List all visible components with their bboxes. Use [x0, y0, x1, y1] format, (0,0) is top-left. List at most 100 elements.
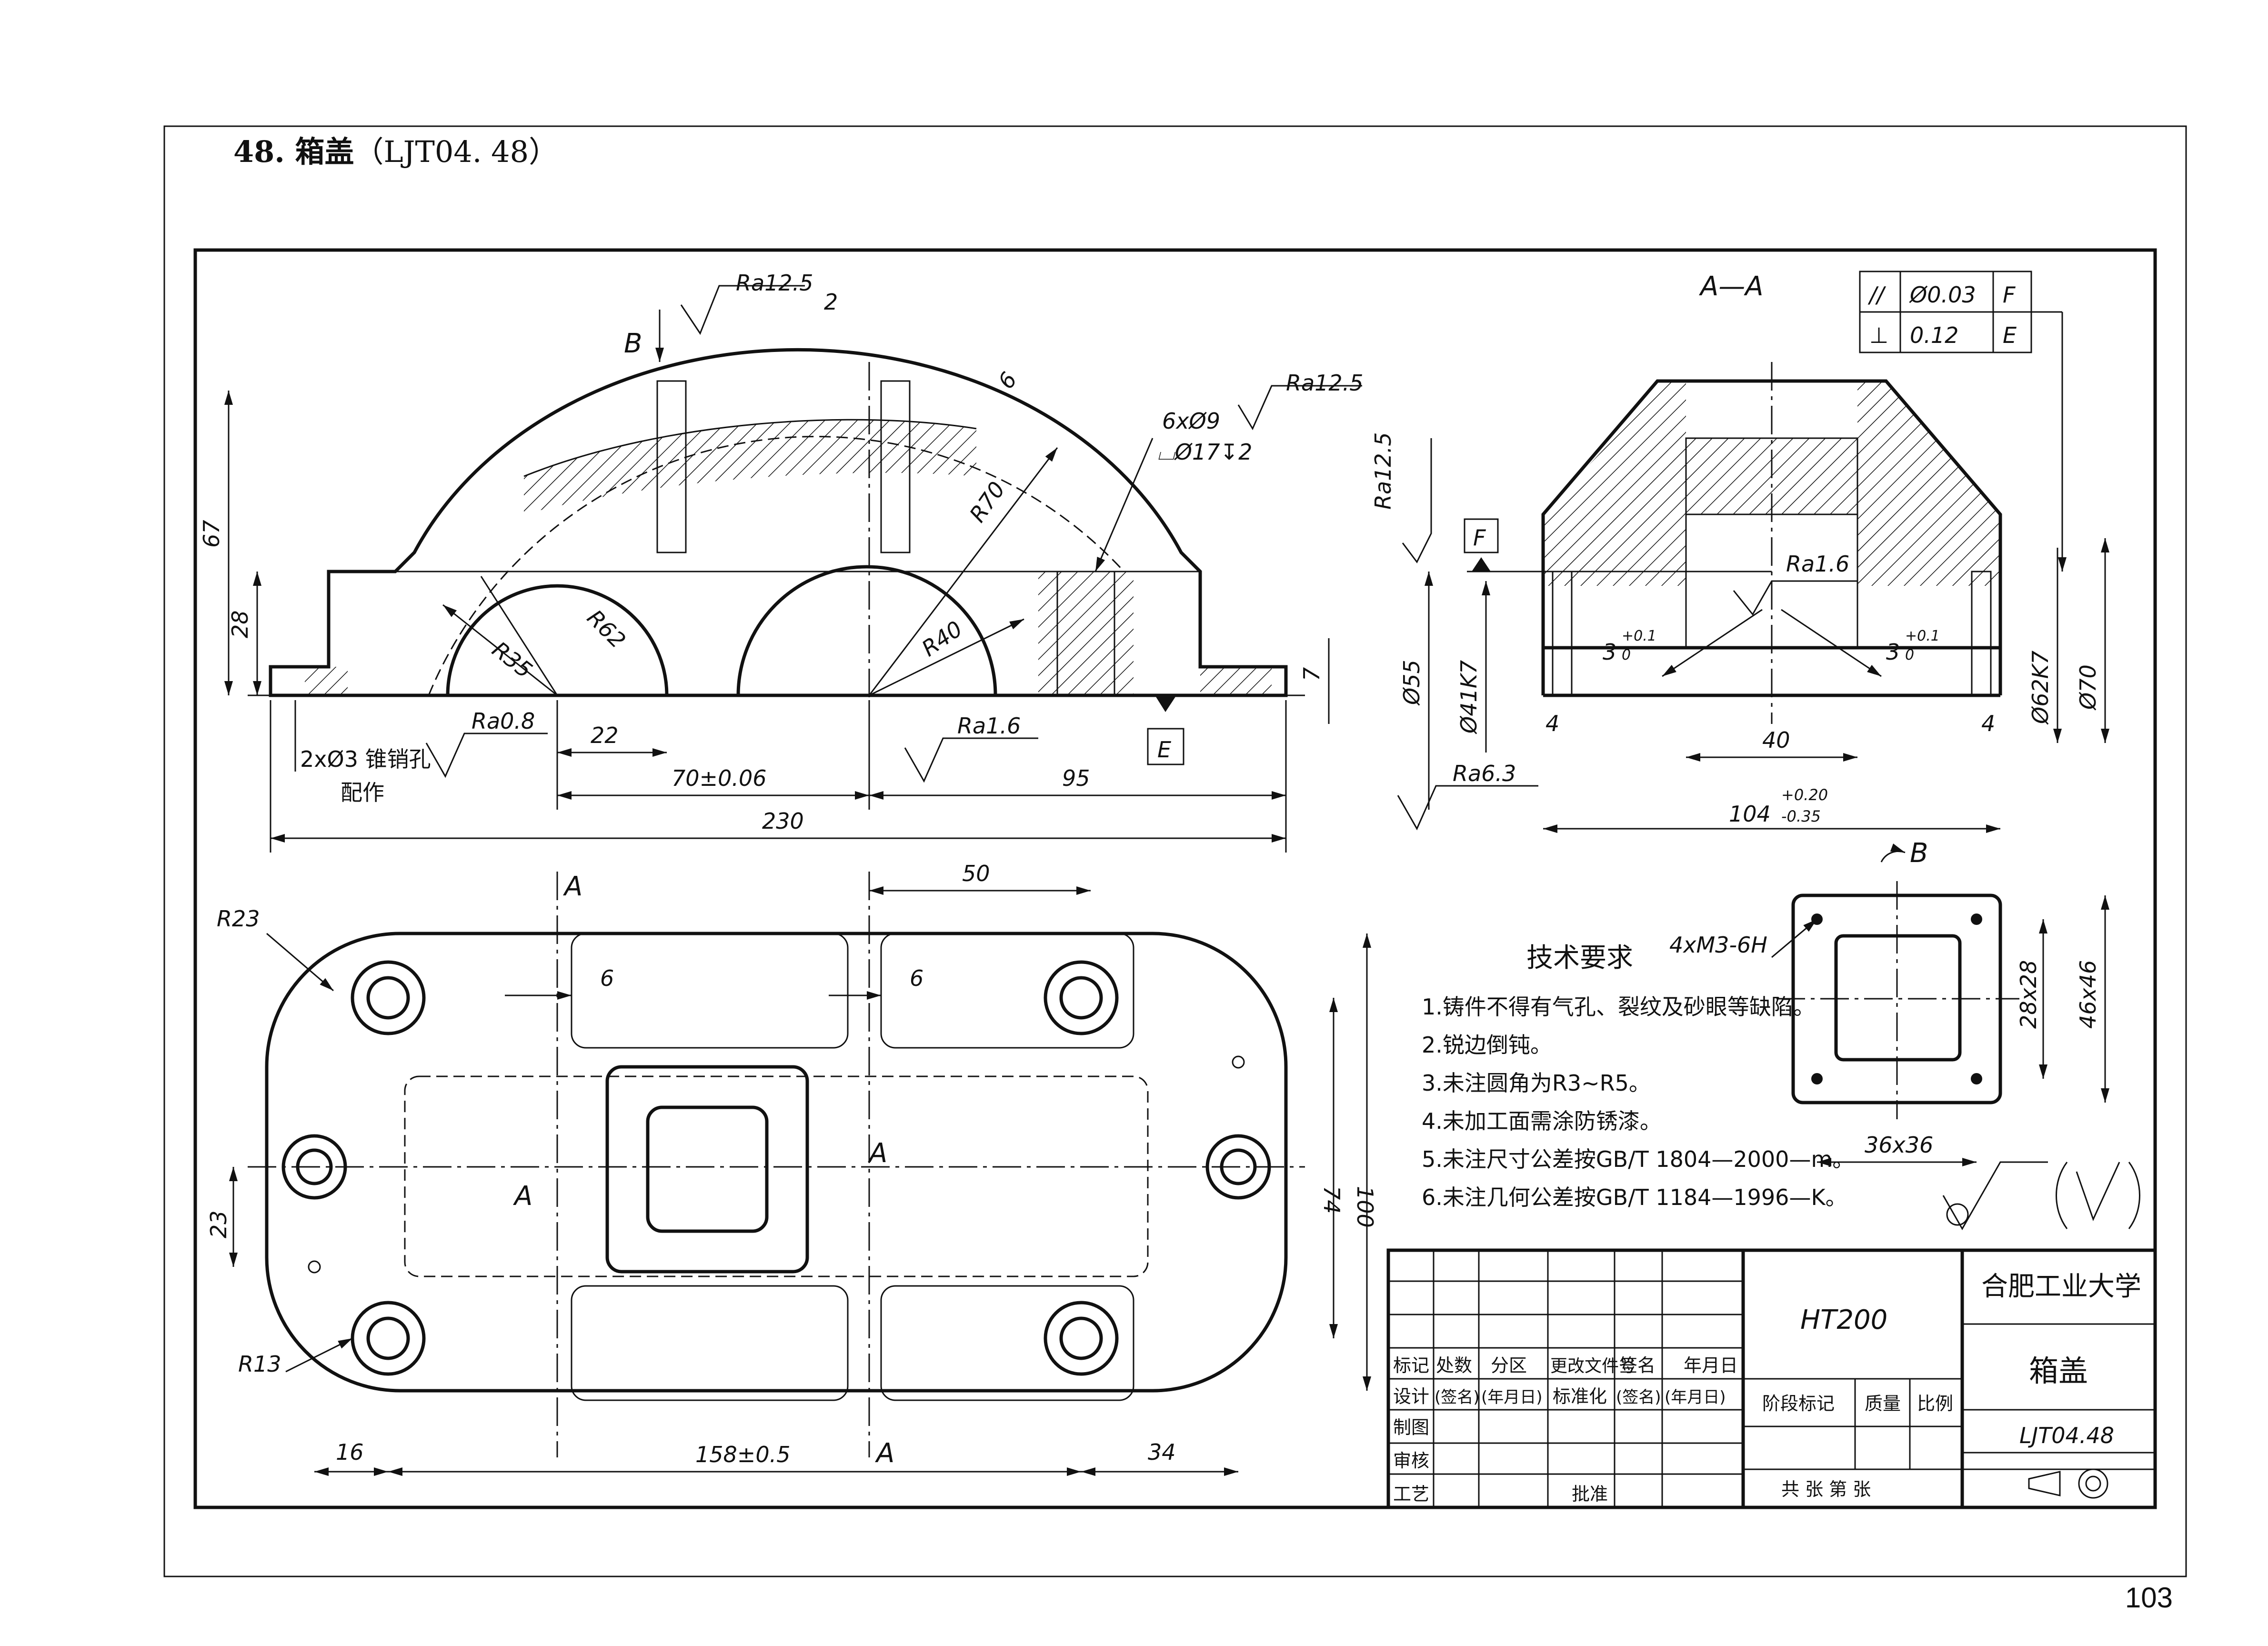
svg-text:158±0.5: 158±0.5: [695, 1442, 791, 1467]
svg-text:46x46: 46x46: [2075, 960, 2101, 1029]
svg-text:0.12: 0.12: [1910, 322, 1958, 348]
svg-text:F: F: [1473, 525, 1486, 551]
svg-text:(签名): (签名): [1616, 1388, 1661, 1407]
top-dimensions: R23 R13 50 6 6 74 100 23 16 158±0.5 34: [206, 861, 1378, 1476]
svg-text:R23: R23: [217, 906, 260, 932]
svg-text:Ra12.5: Ra12.5: [1286, 370, 1364, 396]
drawing-border: [193, 248, 2157, 1509]
page-title: 48. 箱盖（LJT04. 48）: [233, 134, 559, 169]
svg-text:230: 230: [762, 808, 804, 834]
svg-text:28: 28: [227, 610, 253, 638]
svg-text:制图: 制图: [1393, 1417, 1429, 1438]
svg-text:23: 23: [206, 1210, 231, 1238]
svg-text:+0.20: +0.20: [1781, 786, 1828, 804]
svg-text:Ra12.5: Ra12.5: [736, 270, 813, 296]
svg-text:B: B: [1910, 838, 1928, 869]
view-b: B 4xM3-6H 28x28 46x46 36x36: [1669, 838, 2109, 1166]
svg-text:34: 34: [1148, 1439, 1176, 1465]
svg-text:(签名): (签名): [1435, 1388, 1480, 1407]
svg-text:工艺: 工艺: [1393, 1484, 1429, 1505]
svg-text:签名: 签名: [1619, 1355, 1656, 1376]
svg-text:A: A: [868, 1138, 887, 1169]
svg-text:67: 67: [199, 520, 224, 548]
svg-text:50: 50: [962, 861, 990, 886]
svg-text:(年月日): (年月日): [1481, 1388, 1543, 1407]
svg-text:E: E: [2003, 322, 2017, 348]
svg-text:16: 16: [336, 1439, 364, 1465]
svg-text:4: 4: [1981, 711, 1995, 736]
svg-text:阶段标记: 阶段标记: [1762, 1393, 1835, 1414]
svg-text:6: 6: [600, 965, 614, 991]
svg-text:22: 22: [591, 723, 619, 748]
svg-text:A: A: [563, 871, 582, 902]
svg-text:4: 4: [1545, 711, 1559, 736]
svg-text:年月日: 年月日: [1684, 1355, 1738, 1376]
svg-text:40: 40: [1762, 727, 1790, 753]
svg-text:Ra12.5: Ra12.5: [1370, 432, 1396, 510]
svg-text:设计: 设计: [1393, 1386, 1429, 1407]
svg-text:批准: 批准: [1572, 1484, 1608, 1505]
svg-text:1.铸件不得有气孔、裂纹及砂眼等缺陷。: 1.铸件不得有气孔、裂纹及砂眼等缺陷。: [1422, 994, 1815, 1020]
svg-text:3: 3: [1886, 639, 1900, 665]
technical-requirements: 技术要求 1.铸件不得有气孔、裂纹及砂眼等缺陷。 2.锐边倒钝。 3.未注圆角为…: [1422, 943, 1854, 1210]
front-annotations: Ra12.5 Ra12.5 6xØ9 ⌴Ø17↧2 Ra0.8 Ra1.6 2x…: [294, 270, 1364, 805]
svg-text:Ø55: Ø55: [1399, 660, 1425, 706]
page-frame: [163, 125, 2187, 1577]
svg-text:5.未注尺寸公差按GB/T 1804—2000—m。: 5.未注尺寸公差按GB/T 1804—2000—m。: [1422, 1146, 1854, 1172]
svg-text:Ø62K7: Ø62K7: [2027, 651, 2053, 725]
svg-text:Ra6.3: Ra6.3: [1453, 761, 1516, 786]
svg-text:3.未注圆角为R3~R5。: 3.未注圆角为R3~R5。: [1422, 1070, 1651, 1096]
svg-text:B: B: [624, 328, 642, 359]
svg-text:4.未加工面需涂防锈漆。: 4.未加工面需涂防锈漆。: [1422, 1108, 1662, 1134]
svg-text:A: A: [513, 1181, 532, 1212]
svg-text:审核: 审核: [1393, 1450, 1429, 1471]
svg-text:2.锐边倒钝。: 2.锐边倒钝。: [1422, 1032, 1552, 1058]
svg-text:处数: 处数: [1436, 1355, 1472, 1376]
title-block: HT200 合肥工业大学 箱盖 LJT04.48 标记 处数 分区 更改文件号 …: [1386, 1248, 2157, 1509]
svg-text:4xM3-6H: 4xM3-6H: [1669, 932, 1767, 958]
svg-text:6: 6: [910, 965, 923, 991]
page-number: 103: [2125, 1582, 2173, 1614]
svg-text:技术要求: 技术要求: [1526, 943, 1633, 974]
svg-text:Ra1.6: Ra1.6: [957, 713, 1021, 739]
svg-text:-0.35: -0.35: [1781, 807, 1821, 825]
svg-text:箱盖: 箱盖: [2029, 1354, 2088, 1388]
svg-text:共 张 第 张: 共 张 第 张: [1781, 1479, 1871, 1500]
svg-text:标准化: 标准化: [1553, 1386, 1607, 1407]
svg-text:A—A: A—A: [1699, 271, 1764, 302]
svg-text:Ø70: Ø70: [2075, 664, 2101, 711]
svg-text:更改文件号: 更改文件号: [1550, 1356, 1636, 1376]
top-view: A A A A: [248, 871, 1305, 1469]
svg-text:70±0.06: 70±0.06: [672, 765, 767, 791]
svg-text:Ra0.8: Ra0.8: [472, 708, 535, 734]
front-dimensions: 67 28 R35 R62 R70 R40 6 2 7 22 70±0.06 9…: [199, 289, 1330, 853]
svg-text:28x28: 28x28: [2016, 960, 2041, 1029]
svg-text:R35: R35: [487, 636, 537, 683]
svg-text:⊥: ⊥: [1869, 322, 1888, 348]
svg-text:104: 104: [1729, 801, 1771, 827]
svg-text:标记: 标记: [1393, 1355, 1429, 1376]
svg-text:100: 100: [1352, 1186, 1378, 1228]
svg-text:E: E: [1157, 737, 1171, 763]
svg-text:F: F: [2003, 282, 2016, 308]
svg-text:R62: R62: [582, 605, 631, 653]
svg-text:2xØ3 锥销孔: 2xØ3 锥销孔: [300, 746, 431, 772]
svg-text:比例: 比例: [1917, 1393, 1953, 1414]
svg-text:HT200: HT200: [1800, 1305, 1887, 1335]
geometric-tolerance-frame: // Ø0.03 F ⊥ 0.12 E: [1859, 271, 2067, 572]
svg-text://: //: [1867, 282, 1886, 308]
svg-text:A: A: [875, 1438, 894, 1469]
svg-text:配作: 配作: [341, 780, 384, 805]
svg-text:74: 74: [1319, 1186, 1345, 1214]
svg-text:LJT04.48: LJT04.48: [2019, 1423, 2114, 1448]
svg-text:7: 7: [1299, 667, 1325, 681]
section-aa-view: A—A: [1467, 271, 2002, 724]
svg-text:Ø41K7: Ø41K7: [1456, 660, 1482, 734]
svg-text:⌴Ø17↧2: ⌴Ø17↧2: [1157, 439, 1252, 465]
front-view: [248, 348, 1305, 724]
svg-text:质量: 质量: [1865, 1393, 1901, 1414]
svg-text:0: 0: [1905, 647, 1914, 663]
svg-text:6.未注几何公差按GB/T 1184—1996—K。: 6.未注几何公差按GB/T 1184—1996—K。: [1422, 1184, 1847, 1210]
svg-text:3: 3: [1603, 639, 1616, 665]
